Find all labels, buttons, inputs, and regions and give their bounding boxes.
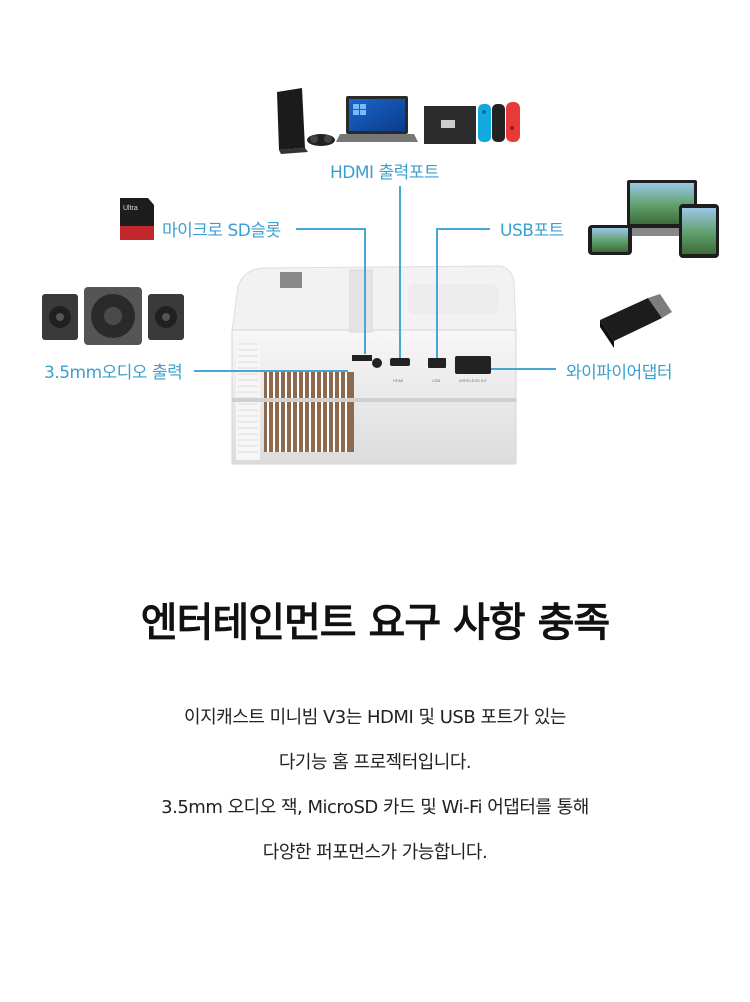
connectivity-diagram: Ultra [42, 88, 719, 465]
usb-callout: USB포트 [500, 221, 564, 241]
handheld-console-icon [424, 102, 520, 144]
description-line: 다양한 퍼포먼스가 가능합니다. [262, 842, 488, 863]
sd-card-brand: Ultra [123, 205, 138, 212]
hdmi-callout: HDMI 출력포트 [330, 163, 440, 183]
projector-icon: HDMI USB WIRELESS KIT [231, 265, 517, 465]
media-devices-icon [588, 180, 719, 258]
wireless-port-label: WIRELESS KIT [459, 378, 488, 383]
usb-callout-line [438, 228, 490, 230]
description-line: 3.5mm 오디오 잭, MicroSD 카드 및 Wi-Fi 어댑터를 통해 [161, 797, 589, 818]
description: 이지캐스트 미니빔 V3는 HDMI 및 USB 포트가 있는 다기능 홈 프로… [0, 695, 750, 875]
description-line: 이지캐스트 미니빔 V3는 HDMI 및 USB 포트가 있는 [184, 707, 566, 728]
page-headline: 엔터테인먼트 요구 사항 충족 [140, 600, 610, 646]
description-line: 다기능 홈 프로젝터입니다. [278, 752, 472, 773]
usb-port-label: USB [432, 378, 441, 383]
wifi-dongle-icon [600, 294, 672, 348]
sd-card-icon: Ultra [120, 198, 154, 240]
hdmi-callout-line [399, 186, 401, 358]
device-illustration: Ultra [42, 88, 719, 465]
game-console-icon [277, 88, 335, 154]
wifi-callout: 와이파이어댑터 [566, 363, 672, 383]
audio-callout: 3.5mm오디오 출력 [44, 363, 183, 383]
laptop-icon [336, 96, 418, 142]
speaker-system-icon [42, 287, 184, 345]
audio-callout-line [194, 370, 348, 372]
usb-callout-drop [436, 228, 438, 358]
microsd-callout-drop [364, 228, 366, 354]
port-panel: HDMI USB WIRELESS KIT [352, 355, 491, 383]
microsd-callout: 마이크로 SD슬롯 [162, 221, 281, 241]
hdmi-port-label: HDMI [393, 378, 403, 383]
wifi-callout-line [491, 368, 556, 370]
microsd-callout-line [296, 228, 366, 230]
